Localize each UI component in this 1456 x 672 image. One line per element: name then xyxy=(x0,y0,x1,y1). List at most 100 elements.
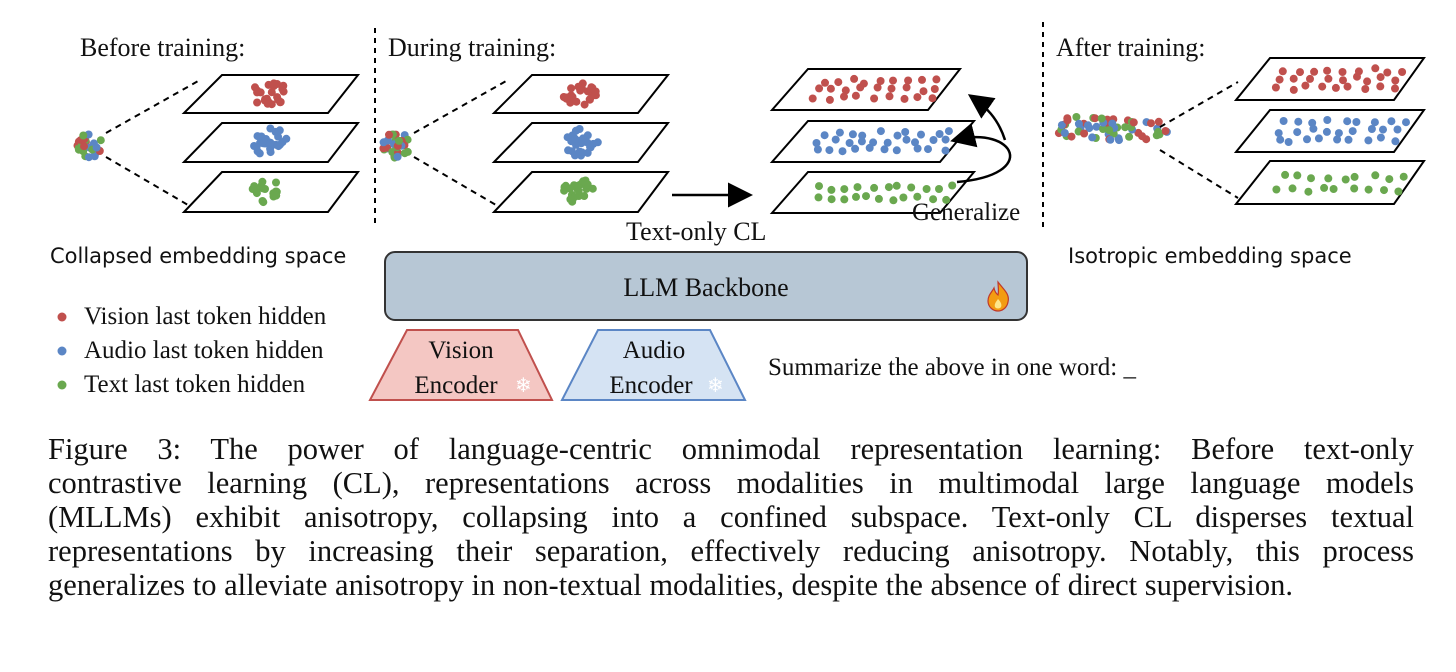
audio-point xyxy=(571,126,580,135)
audio-point xyxy=(266,148,275,157)
during-text-plane-after xyxy=(769,171,977,214)
after-isotropic-cluster xyxy=(1054,113,1171,145)
vision-point xyxy=(580,100,589,109)
embedding-point xyxy=(1129,118,1138,127)
snowflake-icon: ❄ xyxy=(515,373,532,397)
embedding-point xyxy=(379,144,388,153)
caption-line: generalizes to alleviate anisotropy in n… xyxy=(48,568,1294,602)
text-point xyxy=(874,194,883,203)
vision-point xyxy=(904,76,913,85)
text-point xyxy=(922,185,931,193)
embedding-point xyxy=(1084,121,1092,130)
vision-point xyxy=(1398,68,1407,76)
audio-point xyxy=(893,131,902,140)
generalize-curved-arrow xyxy=(950,123,1012,184)
audio-point xyxy=(1387,117,1396,126)
vision-point xyxy=(1324,74,1333,83)
audio-point xyxy=(282,134,291,143)
text-point xyxy=(899,193,908,202)
vision-point xyxy=(1371,64,1380,73)
text-point xyxy=(1341,175,1350,184)
audio-point xyxy=(848,130,857,139)
audio-point xyxy=(876,127,885,136)
text-point xyxy=(853,183,862,192)
vision-point xyxy=(1289,74,1298,83)
vision-point xyxy=(1383,68,1392,77)
text-point xyxy=(1320,183,1329,192)
text-point xyxy=(840,195,849,204)
vision-point xyxy=(567,84,576,93)
text-point xyxy=(272,178,280,187)
vision-point xyxy=(1301,81,1310,90)
embedding-point xyxy=(379,138,388,147)
embedding-point xyxy=(1063,116,1072,125)
audio-point xyxy=(883,138,892,147)
text-point xyxy=(1364,185,1373,194)
text-point xyxy=(827,195,836,204)
fire-icon xyxy=(987,280,1009,312)
audio-point xyxy=(941,135,950,144)
audio-point xyxy=(820,131,829,140)
before-vision-plane xyxy=(181,74,361,114)
before-training-title: Before training: xyxy=(80,33,245,62)
vision-encoder-label-line1: Vision xyxy=(428,337,494,364)
generalize-label: Generalize xyxy=(912,199,1020,226)
legend: Vision last token hidden Audio last toke… xyxy=(57,303,327,398)
audio-point xyxy=(1322,127,1331,136)
vision-point xyxy=(821,78,829,87)
text-point xyxy=(252,189,261,198)
before-zoom-line-top xyxy=(105,79,201,134)
audio-encoder-label-line2: Encoder xyxy=(609,372,693,399)
embedding-point xyxy=(400,149,409,158)
audio-point xyxy=(578,138,587,147)
during-audio-plane-before xyxy=(491,122,671,163)
during-audio-plane-after xyxy=(769,120,977,163)
embedding-point xyxy=(1057,121,1066,130)
text-point xyxy=(827,185,836,194)
audio-point xyxy=(1370,118,1379,127)
before-collapsed-cluster xyxy=(73,130,105,162)
audio-point xyxy=(924,145,932,154)
embedding-point xyxy=(1154,117,1163,126)
audio-point xyxy=(1284,138,1293,146)
audio-point xyxy=(1303,135,1311,144)
audio-point xyxy=(858,131,867,140)
audio-point xyxy=(892,146,901,155)
legend-vision-marker xyxy=(57,312,67,322)
legend-vision-label: Vision last token hidden xyxy=(84,303,327,330)
text-point xyxy=(1288,184,1297,193)
audio-point xyxy=(913,144,922,153)
embedding-point xyxy=(1106,135,1115,144)
vision-point xyxy=(873,83,882,92)
embedding-point xyxy=(84,153,93,162)
audio-point xyxy=(835,128,844,137)
after-zoom-line-top xyxy=(1159,81,1239,128)
after-audio-plane xyxy=(1233,109,1426,153)
text-point xyxy=(862,192,870,201)
vision-point xyxy=(840,92,848,101)
vision-point xyxy=(889,76,897,85)
vision-point xyxy=(1361,85,1370,93)
audio-point xyxy=(252,142,261,151)
audio-point xyxy=(1348,127,1357,136)
audio-point xyxy=(917,130,925,139)
vision-point xyxy=(267,88,276,97)
audio-point xyxy=(1309,124,1318,133)
audio-encoder-shape xyxy=(560,329,747,401)
text-point xyxy=(565,184,574,193)
audio-point xyxy=(589,139,598,148)
embedding-point xyxy=(1091,114,1099,123)
snowflake-icon: ❄ xyxy=(707,373,724,397)
audio-point xyxy=(275,126,284,135)
embedding-point xyxy=(92,143,101,152)
figure-diagram: Before training: During training: After … xyxy=(50,22,1426,401)
during-zoom-line-bottom xyxy=(413,156,509,213)
embedding-point xyxy=(1125,132,1134,141)
audio-point xyxy=(571,134,580,143)
text-point xyxy=(814,193,823,202)
vision-point xyxy=(1310,67,1319,76)
audio-point xyxy=(1274,129,1283,138)
text-point xyxy=(942,195,951,204)
audio-point xyxy=(1279,117,1288,125)
audio-point xyxy=(845,139,854,147)
